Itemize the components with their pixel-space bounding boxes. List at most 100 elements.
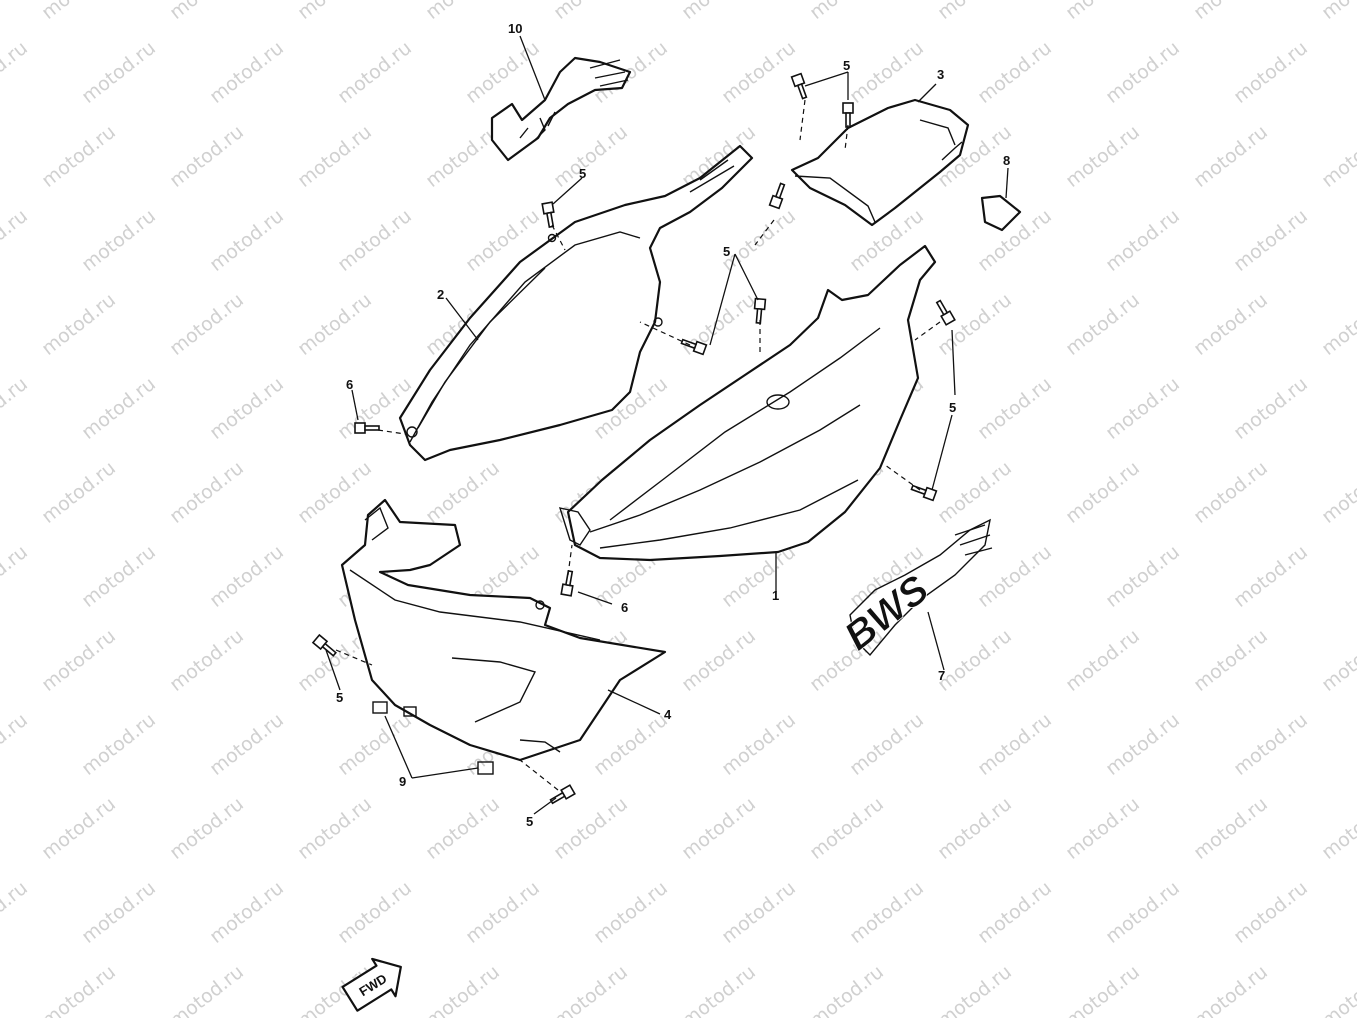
callout-5c: 5 [723, 244, 730, 259]
watermark-text: motod.ru [1230, 541, 1312, 612]
watermark-text: motod.ru [1102, 709, 1184, 780]
watermark-text: motod.ru [678, 793, 760, 864]
watermark-text: motod.ru [1318, 457, 1357, 528]
watermark-text: motod.ru [974, 541, 1056, 612]
callout-5e: 5 [336, 690, 343, 705]
watermark-text: motod.ru [1190, 121, 1272, 192]
watermark-text: motod.ru [846, 37, 928, 108]
watermark-text: motod.ru [334, 709, 416, 780]
callout-5a: 5 [843, 58, 850, 73]
watermark-text: motod.ru [934, 625, 1016, 696]
watermark-text: motod.ru [934, 0, 1016, 24]
watermark-text: motod.ru [422, 0, 504, 24]
watermark-text: motod.ru [206, 205, 288, 276]
watermark-text: motod.ru [550, 121, 632, 192]
watermark-text: motod.ru [678, 289, 760, 360]
watermark-text: motod.ru [974, 37, 1056, 108]
watermark-text: motod.ru [678, 961, 760, 1018]
watermark-text: motod.ru [1062, 961, 1144, 1018]
watermark-text: motod.ru [166, 793, 248, 864]
callout-1: 1 [772, 588, 779, 603]
watermark-text: motod.ru [0, 709, 32, 780]
watermark-text: motod.ru [1062, 625, 1144, 696]
screw-5-right-top [768, 182, 786, 210]
watermark-text: motod.ru [1318, 793, 1357, 864]
watermark-text: motod.ru [422, 793, 504, 864]
callout-5f: 5 [526, 814, 533, 829]
watermark-text: motod.ru [166, 457, 248, 528]
watermark-text: motod.ru [1230, 373, 1312, 444]
screw-5-mid [753, 297, 767, 324]
leader-lines [325, 35, 1009, 815]
callout-5b: 5 [579, 166, 586, 181]
watermark-text: motod.ru [1230, 205, 1312, 276]
callout-6b: 6 [621, 600, 628, 615]
watermark-text: motod.ru [206, 373, 288, 444]
watermark-text: motod.ru [718, 877, 800, 948]
watermark-text: motod.ru [38, 457, 120, 528]
watermark-text: motod.ru [678, 625, 760, 696]
watermark-text: motod.ru [934, 457, 1016, 528]
watermark-text: motod.ru [806, 961, 888, 1018]
watermark-text: motod.ru [550, 0, 632, 24]
watermark-text: motod.ru [718, 37, 800, 108]
watermark-text: motod.ru [846, 709, 928, 780]
watermark-text: motod.ru [334, 877, 416, 948]
watermark-text: motod.ru [550, 793, 632, 864]
watermark-text: motod.ru [1230, 877, 1312, 948]
watermark-text: motod.ru [38, 625, 120, 696]
watermark-text: motod.ru [166, 121, 248, 192]
watermark-text: motod.ru [0, 541, 32, 612]
watermark-text: motod.ru [206, 709, 288, 780]
forward-direction-arrow: FWD [341, 957, 402, 1012]
screw-5-bottom [549, 784, 576, 805]
watermark-text: motod.ru [422, 457, 504, 528]
watermark-text: motod.ru [1062, 0, 1144, 24]
watermark-text: motod.ru [166, 961, 248, 1018]
watermark-text: motod.ru [934, 961, 1016, 1018]
watermark-text: motod.ru [78, 709, 160, 780]
watermark-text: motod.ru [206, 541, 288, 612]
watermark-text: motod.ru [1102, 37, 1184, 108]
screw-5-upper-right [842, 102, 854, 128]
watermark-text: motod.ru [1102, 205, 1184, 276]
watermark-text: motod.ru [974, 877, 1056, 948]
watermark-text: motod.ru [294, 457, 376, 528]
watermark-text: motod.ru [1062, 793, 1144, 864]
watermark-text: motod.ru [38, 961, 120, 1018]
watermark-text: motod.ru [206, 877, 288, 948]
watermark-text: motod.ru [0, 37, 32, 108]
watermark-text: motod.ru [1190, 625, 1272, 696]
side-cover-lower-part-4 [340, 498, 667, 775]
callout-7: 7 [938, 668, 945, 683]
watermark-text: motod.ru [78, 877, 160, 948]
watermark-text: motod.ru [678, 0, 760, 24]
watermark-text: motod.ru [1190, 0, 1272, 24]
watermark-text: motod.ru [294, 121, 376, 192]
screw-5-right-lower [910, 484, 938, 502]
watermark-text: motod.ru [78, 205, 160, 276]
watermark-text: motod.ru [38, 121, 120, 192]
watermark-text: motod.ru [934, 793, 1016, 864]
watermark-text: motod.ru [846, 877, 928, 948]
callout-9: 9 [399, 774, 406, 789]
watermark-text: motod.ru [0, 877, 32, 948]
callout-2: 2 [437, 287, 444, 302]
watermark-text: motod.ru [78, 373, 160, 444]
callout-4: 4 [664, 707, 672, 722]
watermark-text: motod.ru [38, 0, 120, 24]
watermark-text: motod.ru [1190, 289, 1272, 360]
watermark-text: motod.ru [334, 37, 416, 108]
watermark-text: motod.ru [294, 793, 376, 864]
watermark-text: motod.ru [462, 877, 544, 948]
watermark-text: motod.ru [1318, 0, 1357, 24]
watermark-text: motod.ru [78, 541, 160, 612]
watermark-text: motod.ru [1230, 37, 1312, 108]
watermark-text: motod.ru [1102, 877, 1184, 948]
watermark-text: motod.ru [166, 625, 248, 696]
screw-5-upper-left [790, 72, 808, 100]
callout-10: 10 [508, 21, 522, 36]
assembly-lines [335, 99, 941, 791]
callout-8: 8 [1003, 153, 1010, 168]
watermark-text: motod.ru [1062, 289, 1144, 360]
